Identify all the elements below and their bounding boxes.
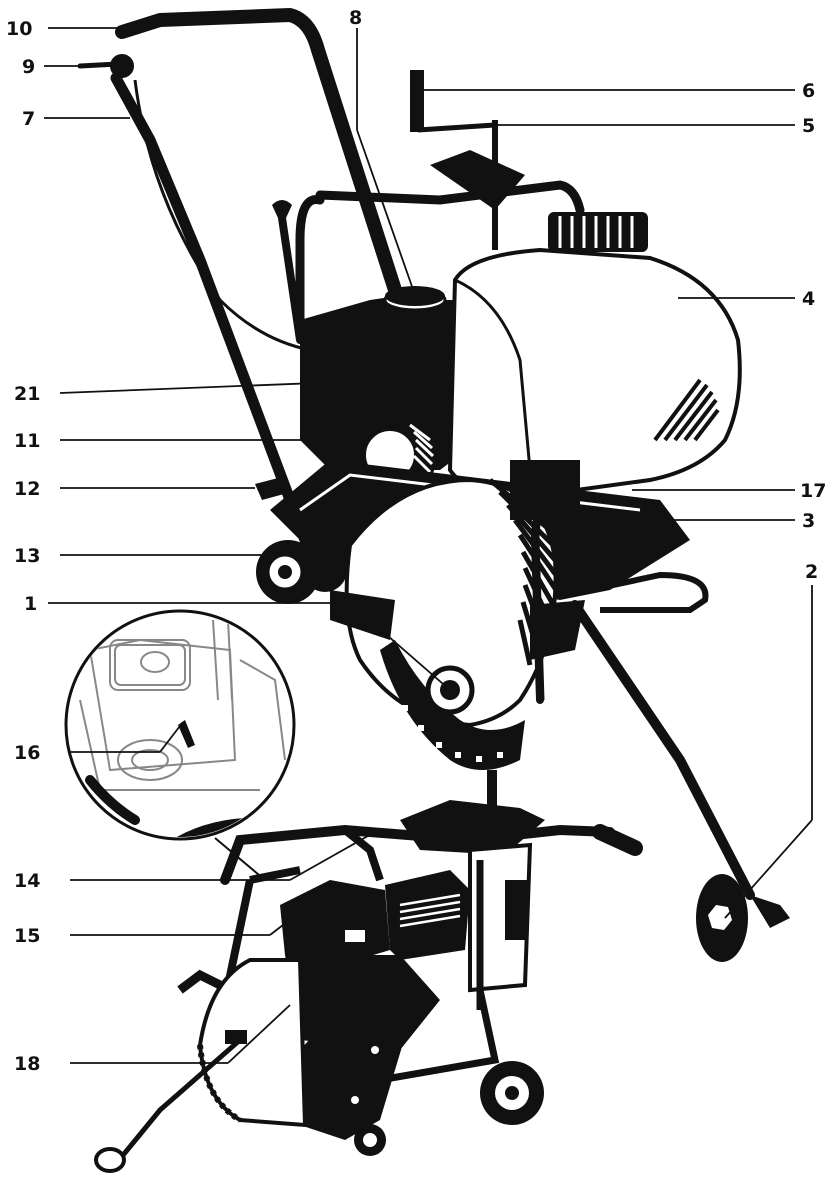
lower-saw-illustration [94,770,643,1173]
callout-labels: 10 9 7 8 6 5 4 21 11 12 17 3 13 2 1 16 1… [6,7,826,1075]
callout-10: 10 [6,18,32,40]
callout-14: 14 [14,870,40,892]
belt-guard [300,990,410,1140]
water-tank [447,247,742,498]
callout-5: 5 [802,115,815,137]
callout-7: 7 [22,108,35,130]
diamond-blade [380,640,525,770]
upper-saw-illustration [77,8,790,962]
callout-13: 13 [14,545,40,567]
leader-lines [44,27,813,1064]
callout-15: 15 [14,925,40,947]
lower-blade [197,958,308,1128]
callout-3: 3 [802,510,815,532]
depth-crank-arm [417,122,496,133]
engine [300,300,480,470]
rear-lift-handle [589,571,709,613]
water-valve [510,460,580,520]
lower-pointer-wheel [94,1147,126,1173]
callout-12: 12 [14,478,40,500]
callout-4: 4 [802,288,815,310]
depth-lock-knob [318,435,345,458]
callout-8: 8 [349,7,362,29]
callout-1: 1 [24,593,37,615]
throttle-cable [133,79,311,352]
throttle-lever-knob [110,54,134,78]
callout-2: 2 [805,561,818,583]
control-panel [400,800,545,855]
callout-17: 17 [800,480,826,502]
callout-18: 18 [14,1053,40,1075]
callout-21: 21 [14,383,40,405]
front-frame-bar [295,180,585,335]
callout-9: 9 [22,56,35,78]
air-filter-cover [280,880,390,965]
rear-handlebar [220,824,615,885]
handlebar [115,8,402,297]
callout-16: 16 [14,742,40,764]
callout-6: 6 [802,80,815,102]
raise-lower-knob [255,478,284,500]
depth-crank-handle [410,70,424,132]
callout-11: 11 [14,430,40,452]
pointer-arm [570,600,755,900]
